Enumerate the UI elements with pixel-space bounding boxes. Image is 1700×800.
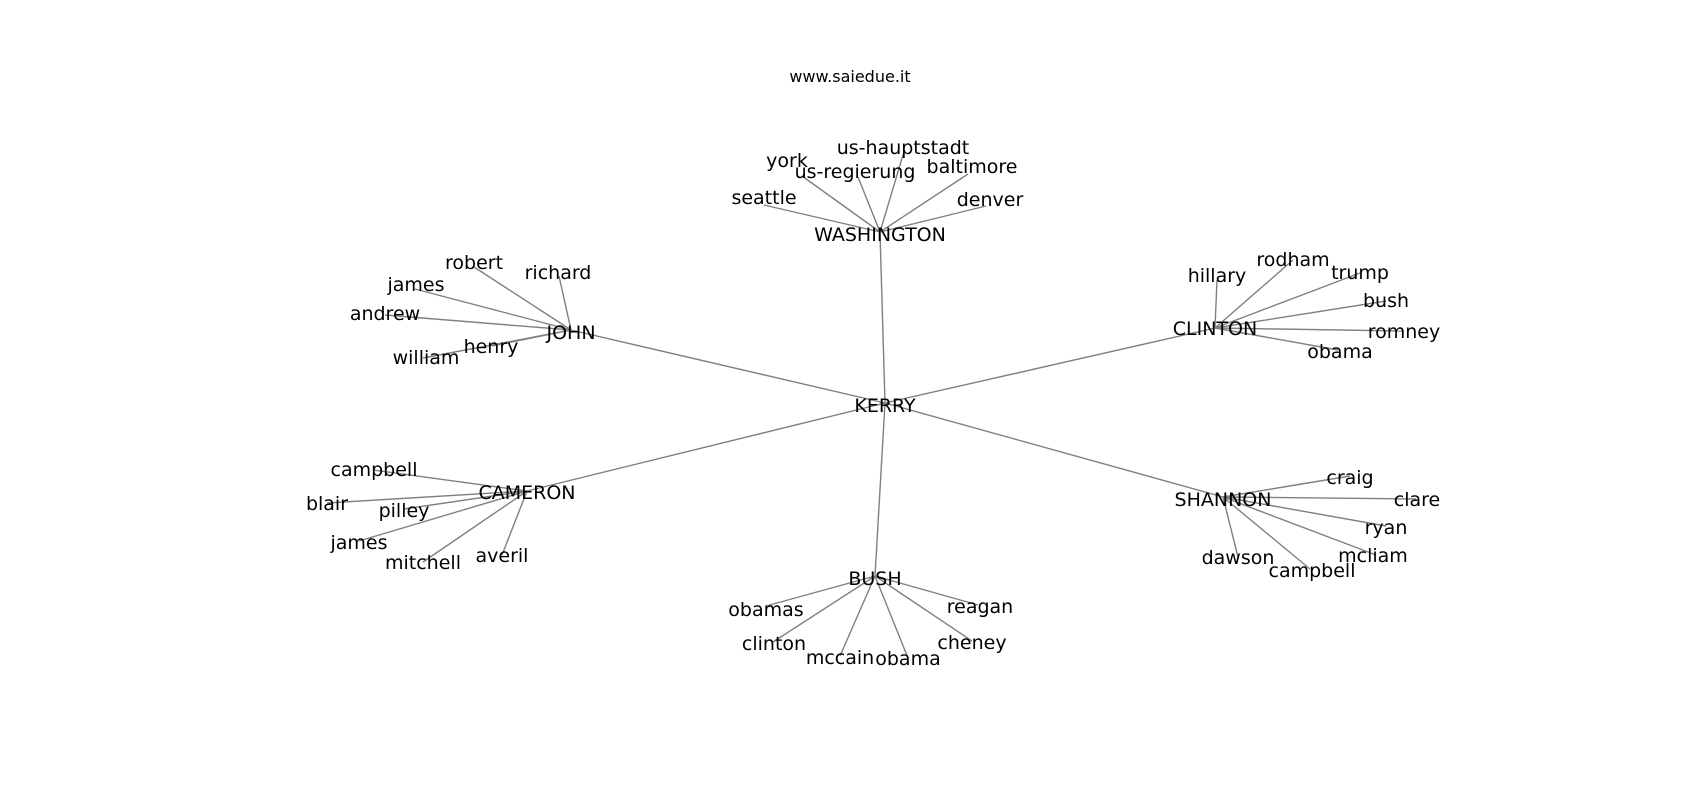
edge-john-james (414, 288, 572, 331)
node-label-cameron-mitchell: mitchell (385, 552, 461, 574)
node-label-john-james: james (386, 274, 444, 296)
node-label-shannon-mcliam: mcliam (1338, 545, 1408, 567)
edge-shannon-ryan (1222, 496, 1387, 527)
node-label-hub-shannon: SHANNON (1175, 489, 1272, 511)
edge-washington-us-regierung (857, 176, 881, 233)
edge-clinton-obama (1214, 327, 1339, 351)
edge-washington-baltimore (879, 173, 969, 233)
node-label-bush-clinton: clinton (742, 633, 806, 655)
node-label-cameron-james: james (329, 532, 387, 554)
edge-bush-cheney (874, 575, 973, 642)
edge-center-bush (874, 402, 886, 577)
edge-shannon-craig (1222, 475, 1351, 498)
edge-john-robert (473, 266, 572, 331)
node-label-bush-cheney: cheney (937, 632, 1006, 654)
node-label-washington-us-regierung: us-regierung (795, 161, 916, 183)
node-label-shannon-ryan: ryan (1365, 517, 1408, 539)
node-label-center: KERRY (854, 395, 916, 417)
edges-layer (326, 154, 1417, 659)
node-label-hub-washington: WASHINGTON (814, 224, 946, 246)
node-label-bush-reagan: reagan (947, 596, 1013, 618)
edge-shannon-campbell (1222, 496, 1311, 570)
node-label-shannon-craig: craig (1326, 467, 1373, 489)
edge-washington-seattle (763, 204, 881, 233)
node-label-cameron-campbell: campbell (331, 459, 418, 481)
node-label-john-william: william (393, 347, 460, 369)
edge-bush-obama (874, 575, 909, 659)
node-label-clinton-trump: trump (1331, 262, 1389, 284)
node-label-clinton-obama: obama (1307, 341, 1372, 363)
edge-john-andrew (384, 314, 572, 331)
node-label-washington-denver: denver (957, 189, 1024, 211)
edge-shannon-clare (1222, 496, 1417, 500)
edge-cameron-campbell (372, 469, 528, 492)
edge-center-shannon (884, 402, 1224, 498)
node-label-hub-clinton: CLINTON (1173, 318, 1257, 340)
node-label-hub-bush: BUSH (848, 568, 901, 590)
edge-bush-obamas (765, 575, 876, 607)
node-label-shannon-campbell: campbell (1269, 560, 1356, 582)
edge-clinton-romney (1214, 327, 1405, 332)
edge-clinton-bush (1214, 300, 1387, 329)
edge-cameron-mitchell (422, 490, 528, 563)
labels-layer: KERRY WASHINGTON seattle yorkus-regierungus… (306, 137, 1440, 670)
node-label-cameron-averil: averil (476, 545, 529, 567)
node-label-john-henry: henry (464, 336, 519, 358)
diagram-caption: www.saiedue.it (789, 67, 910, 86)
node-label-hub-cameron: CAMERON (478, 482, 575, 504)
edge-cameron-blair (326, 490, 528, 504)
edge-washington-us-hauptstadt (879, 154, 904, 233)
node-label-clinton-hillary: hillary (1188, 265, 1247, 287)
edge-shannon-mcliam (1222, 496, 1377, 556)
edge-center-cameron (526, 402, 886, 492)
node-label-shannon-clare: clare (1394, 489, 1440, 511)
node-label-cameron-blair: blair (306, 493, 348, 515)
node-label-bush-mccain: mccain (806, 647, 874, 669)
edge-washington-york (801, 175, 881, 233)
node-label-hub-john: JOHN (545, 322, 595, 344)
node-label-washington-seattle: seattle (731, 187, 796, 209)
edge-shannon-dawson (1222, 496, 1239, 558)
node-label-shannon-dawson: dawson (1202, 547, 1275, 569)
edge-cameron-averil (501, 490, 528, 556)
edge-center-john (570, 329, 886, 404)
edge-clinton-hillary (1214, 279, 1218, 329)
edge-clinton-rodham (1214, 259, 1294, 329)
node-label-clinton-rodham: rodham (1256, 249, 1329, 271)
edge-bush-clinton (772, 575, 876, 643)
node-label-bush-obama: obama (875, 648, 940, 670)
edge-cameron-james (358, 490, 528, 542)
node-label-john-andrew: andrew (350, 303, 420, 325)
node-label-cameron-pilley: pilley (379, 500, 430, 522)
edge-center-clinton (884, 327, 1216, 404)
edge-john-william (422, 329, 572, 359)
edge-center-washington (879, 231, 886, 404)
node-label-washington-york: york (766, 150, 808, 172)
node-label-john-richard: richard (525, 262, 592, 284)
node-label-john-robert: robert (445, 252, 503, 274)
edge-bush-mccain (839, 575, 876, 657)
node-label-clinton-bush: bush (1363, 290, 1409, 312)
node-label-washington-us-hauptstadt: us-hauptstadt (837, 137, 970, 159)
edge-washington-denver (879, 205, 987, 233)
edge-clinton-trump (1214, 272, 1361, 329)
edge-cameron-pilley (403, 490, 528, 510)
node-label-clinton-romney: romney (1368, 321, 1441, 343)
edge-john-richard (558, 275, 572, 331)
node-label-bush-obamas: obamas (728, 599, 803, 621)
node-label-washington-baltimore: baltimore (927, 156, 1018, 178)
edge-bush-reagan (874, 575, 979, 606)
